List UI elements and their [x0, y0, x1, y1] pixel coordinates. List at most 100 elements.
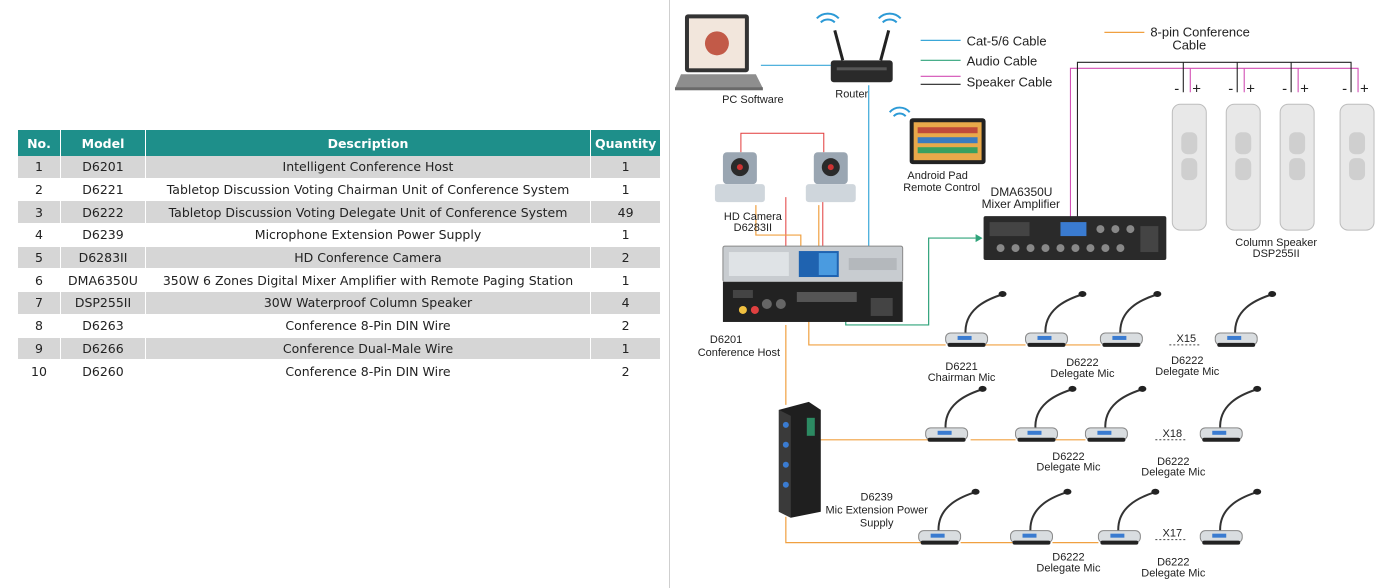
conference-host-icon: [722, 245, 904, 322]
camera-icon-1: [714, 152, 765, 203]
speaker-cable-lines: [1069, 61, 1359, 233]
cell-no: 4: [18, 223, 61, 247]
legend-conf-2: Cable: [1172, 37, 1206, 52]
microphone-icon: [918, 488, 980, 545]
microphone-icon: [1010, 488, 1072, 545]
psu-label-1: D6239: [861, 492, 893, 504]
host-label-2: Conference Host: [698, 347, 780, 359]
cell-quantity: 2: [590, 359, 662, 383]
multiplier-x17: X17: [1163, 528, 1183, 540]
camera-label-1: HD Camera: [724, 211, 783, 223]
delegate-label-r2a-1: D6222: [1052, 451, 1084, 463]
speaker-minus-label: -: [1228, 80, 1233, 97]
cell-description: Conference 8-Pin DIN Wire: [145, 314, 591, 338]
delegate-label-r1b-1: D6222: [1171, 355, 1203, 367]
psu-label-2: Mic Extension Power: [826, 505, 929, 517]
cell-no: 5: [18, 246, 61, 270]
delegate-label-r1b-2: Delegate Mic: [1155, 366, 1220, 378]
cell-description: Microphone Extension Power Supply: [145, 223, 591, 247]
header-model: Model: [60, 130, 146, 156]
cell-quantity: 1: [590, 268, 662, 293]
router-icon: [816, 12, 902, 83]
column-speaker-icon: [1339, 103, 1375, 231]
laptop-icon: [674, 14, 763, 91]
cell-quantity: 1: [590, 223, 662, 247]
amp-label-1: DMA6350U: [991, 185, 1053, 199]
microphone-icon: [1097, 488, 1160, 545]
microphone-icon: [925, 385, 987, 442]
cell-quantity: 1: [590, 178, 662, 202]
host-label-1: D6201: [710, 334, 742, 346]
cell-quantity: 2: [590, 246, 662, 270]
speaker-minus-label: -: [1342, 80, 1347, 97]
microphone-icon: [1084, 385, 1147, 442]
cell-no: 2: [18, 178, 61, 202]
cell-no: 9: [18, 337, 61, 361]
column-speaker-icon: [1279, 103, 1315, 231]
delegate-label-r3a-1: D6222: [1052, 552, 1084, 564]
speaker-group: -+-+-+-+: [1171, 80, 1375, 231]
microphone-icon: [1199, 488, 1262, 545]
header-description: Description: [145, 130, 591, 156]
router-label: Router: [835, 88, 868, 100]
cell-model: DSP255II: [60, 291, 146, 315]
cell-description: 350W 6 Zones Digital Mixer Amplifier wit…: [145, 268, 591, 293]
system-diagram: Cat-5/6 Cable Audio Cable Speaker Cable …: [669, 0, 1375, 588]
camera-label-2: D6283II: [734, 222, 772, 234]
conference-cable-lines: [785, 304, 1101, 544]
multiplier-x18: X18: [1163, 428, 1183, 440]
amp-label-2: Mixer Amplifier: [982, 197, 1060, 211]
tablet-icon: [888, 106, 986, 165]
column-speaker-icon: [1171, 103, 1207, 231]
cell-quantity: 2: [590, 314, 662, 338]
legend-conf-1: 8-pin Conference: [1150, 24, 1250, 39]
cell-model: D6260: [60, 359, 146, 383]
header-no: No.: [18, 130, 61, 156]
legend-audio: Audio Cable: [967, 53, 1038, 68]
speaker-label-1: Column Speaker: [1235, 237, 1317, 249]
speaker-plus-label: +: [1192, 80, 1201, 97]
delegate-label-r1a-2: Delegate Mic: [1050, 368, 1115, 380]
cell-model: D6283II: [60, 246, 146, 270]
microphone-icon: [1214, 291, 1277, 347]
cell-quantity: 4: [590, 291, 662, 315]
microphone-icon: [945, 291, 1007, 347]
cell-description: Conference Dual-Male Wire: [145, 337, 591, 361]
cell-description: Tabletop Discussion Voting Chairman Unit…: [145, 178, 591, 202]
speaker-label-2: DSP255II: [1253, 248, 1300, 260]
table-header-row: No. Model Description Quantity: [18, 130, 662, 156]
microphone-icon: [1199, 385, 1262, 442]
cell-no: 10: [18, 359, 61, 383]
cell-description: 30W Waterproof Column Speaker: [145, 291, 591, 315]
cell-model: D6239: [60, 223, 146, 247]
camera-control-lines: [740, 132, 825, 247]
delegate-label-r3b-2: Delegate Mic: [1141, 568, 1206, 580]
cell-quantity: 1: [590, 156, 662, 179]
pad-label-1: Android Pad: [907, 170, 967, 182]
cell-description: Intelligent Conference Host: [145, 156, 591, 179]
pad-label-2: Remote Control: [903, 182, 980, 194]
chair-label-2: Chairman Mic: [928, 372, 996, 384]
legend-speaker: Speaker Cable: [967, 74, 1053, 89]
cell-description: HD Conference Camera: [145, 246, 591, 270]
cell-no: 3: [18, 200, 61, 225]
delegate-label-r3b-1: D6222: [1157, 557, 1189, 569]
cell-model: DMA6350U: [60, 268, 146, 293]
cell-model: D6266: [60, 337, 146, 361]
cell-quantity: 49: [590, 200, 662, 225]
pc-label: PC Software: [722, 94, 784, 106]
power-supply-icon: [778, 401, 821, 518]
cell-quantity: 1: [590, 337, 662, 361]
multiplier-x15: X15: [1177, 333, 1197, 345]
microphone-icon: [1025, 291, 1087, 347]
cell-description: Tabletop Discussion Voting Delegate Unit…: [145, 200, 591, 225]
